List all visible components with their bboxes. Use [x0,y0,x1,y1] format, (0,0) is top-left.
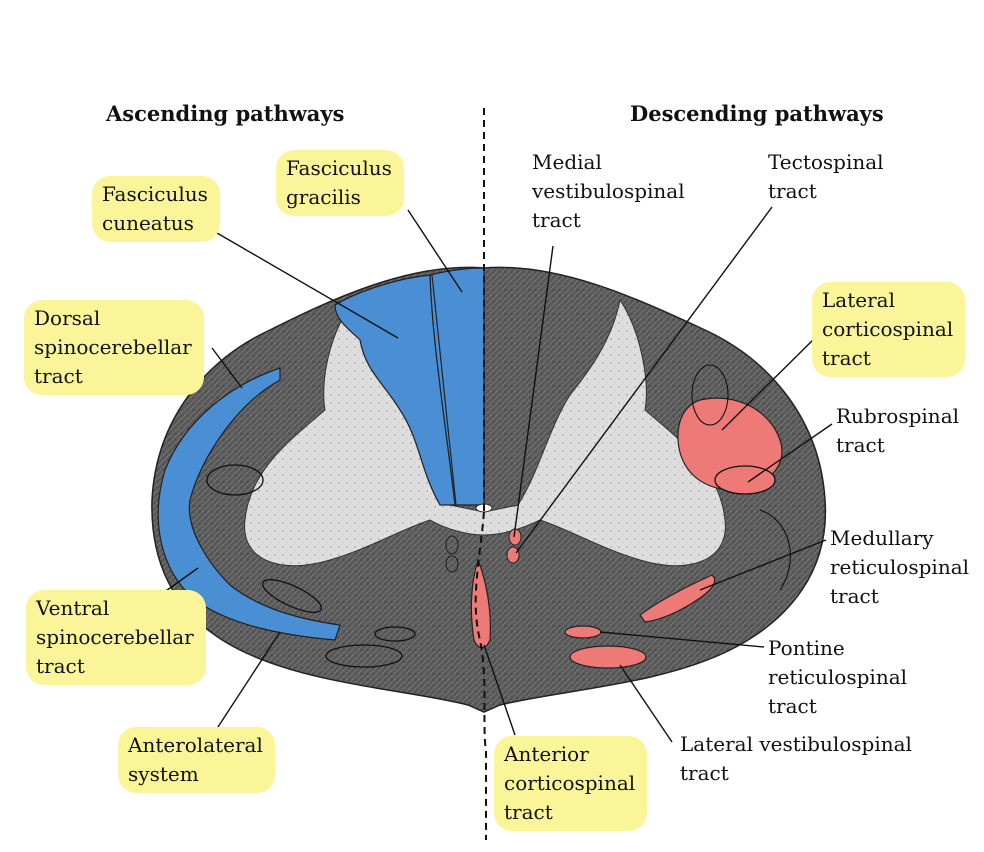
label-medullary-reticulospinal: Medullary reticulospinal tract [830,526,970,608]
label-fasciculus-cuneatus: Fasciculus cuneatus [92,176,220,242]
label-dorsal-spinocerebellar: Dorsal spinocerebellar tract [24,300,204,395]
label-tectospinal: Tectospinal tract [768,150,884,203]
label-ventral-spinocerebellar: Ventral spinocerebellar tract [26,590,206,685]
pontine-reticulospinal-region [564,625,602,639]
anterior-median-fissure [474,511,487,840]
white-matter [151,266,827,713]
gray-matter [244,298,726,567]
label-lateral-vestibulospinal: Lateral vestibulospinal tract [680,732,912,785]
label-pontine-reticulospinal: Pontine reticulospinal tract [768,636,908,718]
medullary-reticulospinal-region [639,574,716,623]
label-anterior-corticospinal: Anterior corticospinal tract [494,736,648,831]
spinocerebellar-band [157,367,341,641]
lateral-vestibulospinal-region [569,645,647,669]
tectospinal-region [506,546,520,564]
label-lateral-corticospinal: Lateral corticospinal tract [812,282,966,377]
label-anterolateral-system: Anterolateral system [118,727,275,793]
label-medial-vestibulospinal: Medial vestibulospinal tract [532,150,685,232]
descending-heading: Descending pathways [630,101,884,126]
fasciculus-cuneatus-region [334,274,456,506]
label-fasciculus-gracilis: Fasciculus gracilis [276,150,404,216]
label-rubrospinal: Rubrospinal tract [836,404,960,457]
ascending-heading: Ascending pathways [106,101,345,126]
